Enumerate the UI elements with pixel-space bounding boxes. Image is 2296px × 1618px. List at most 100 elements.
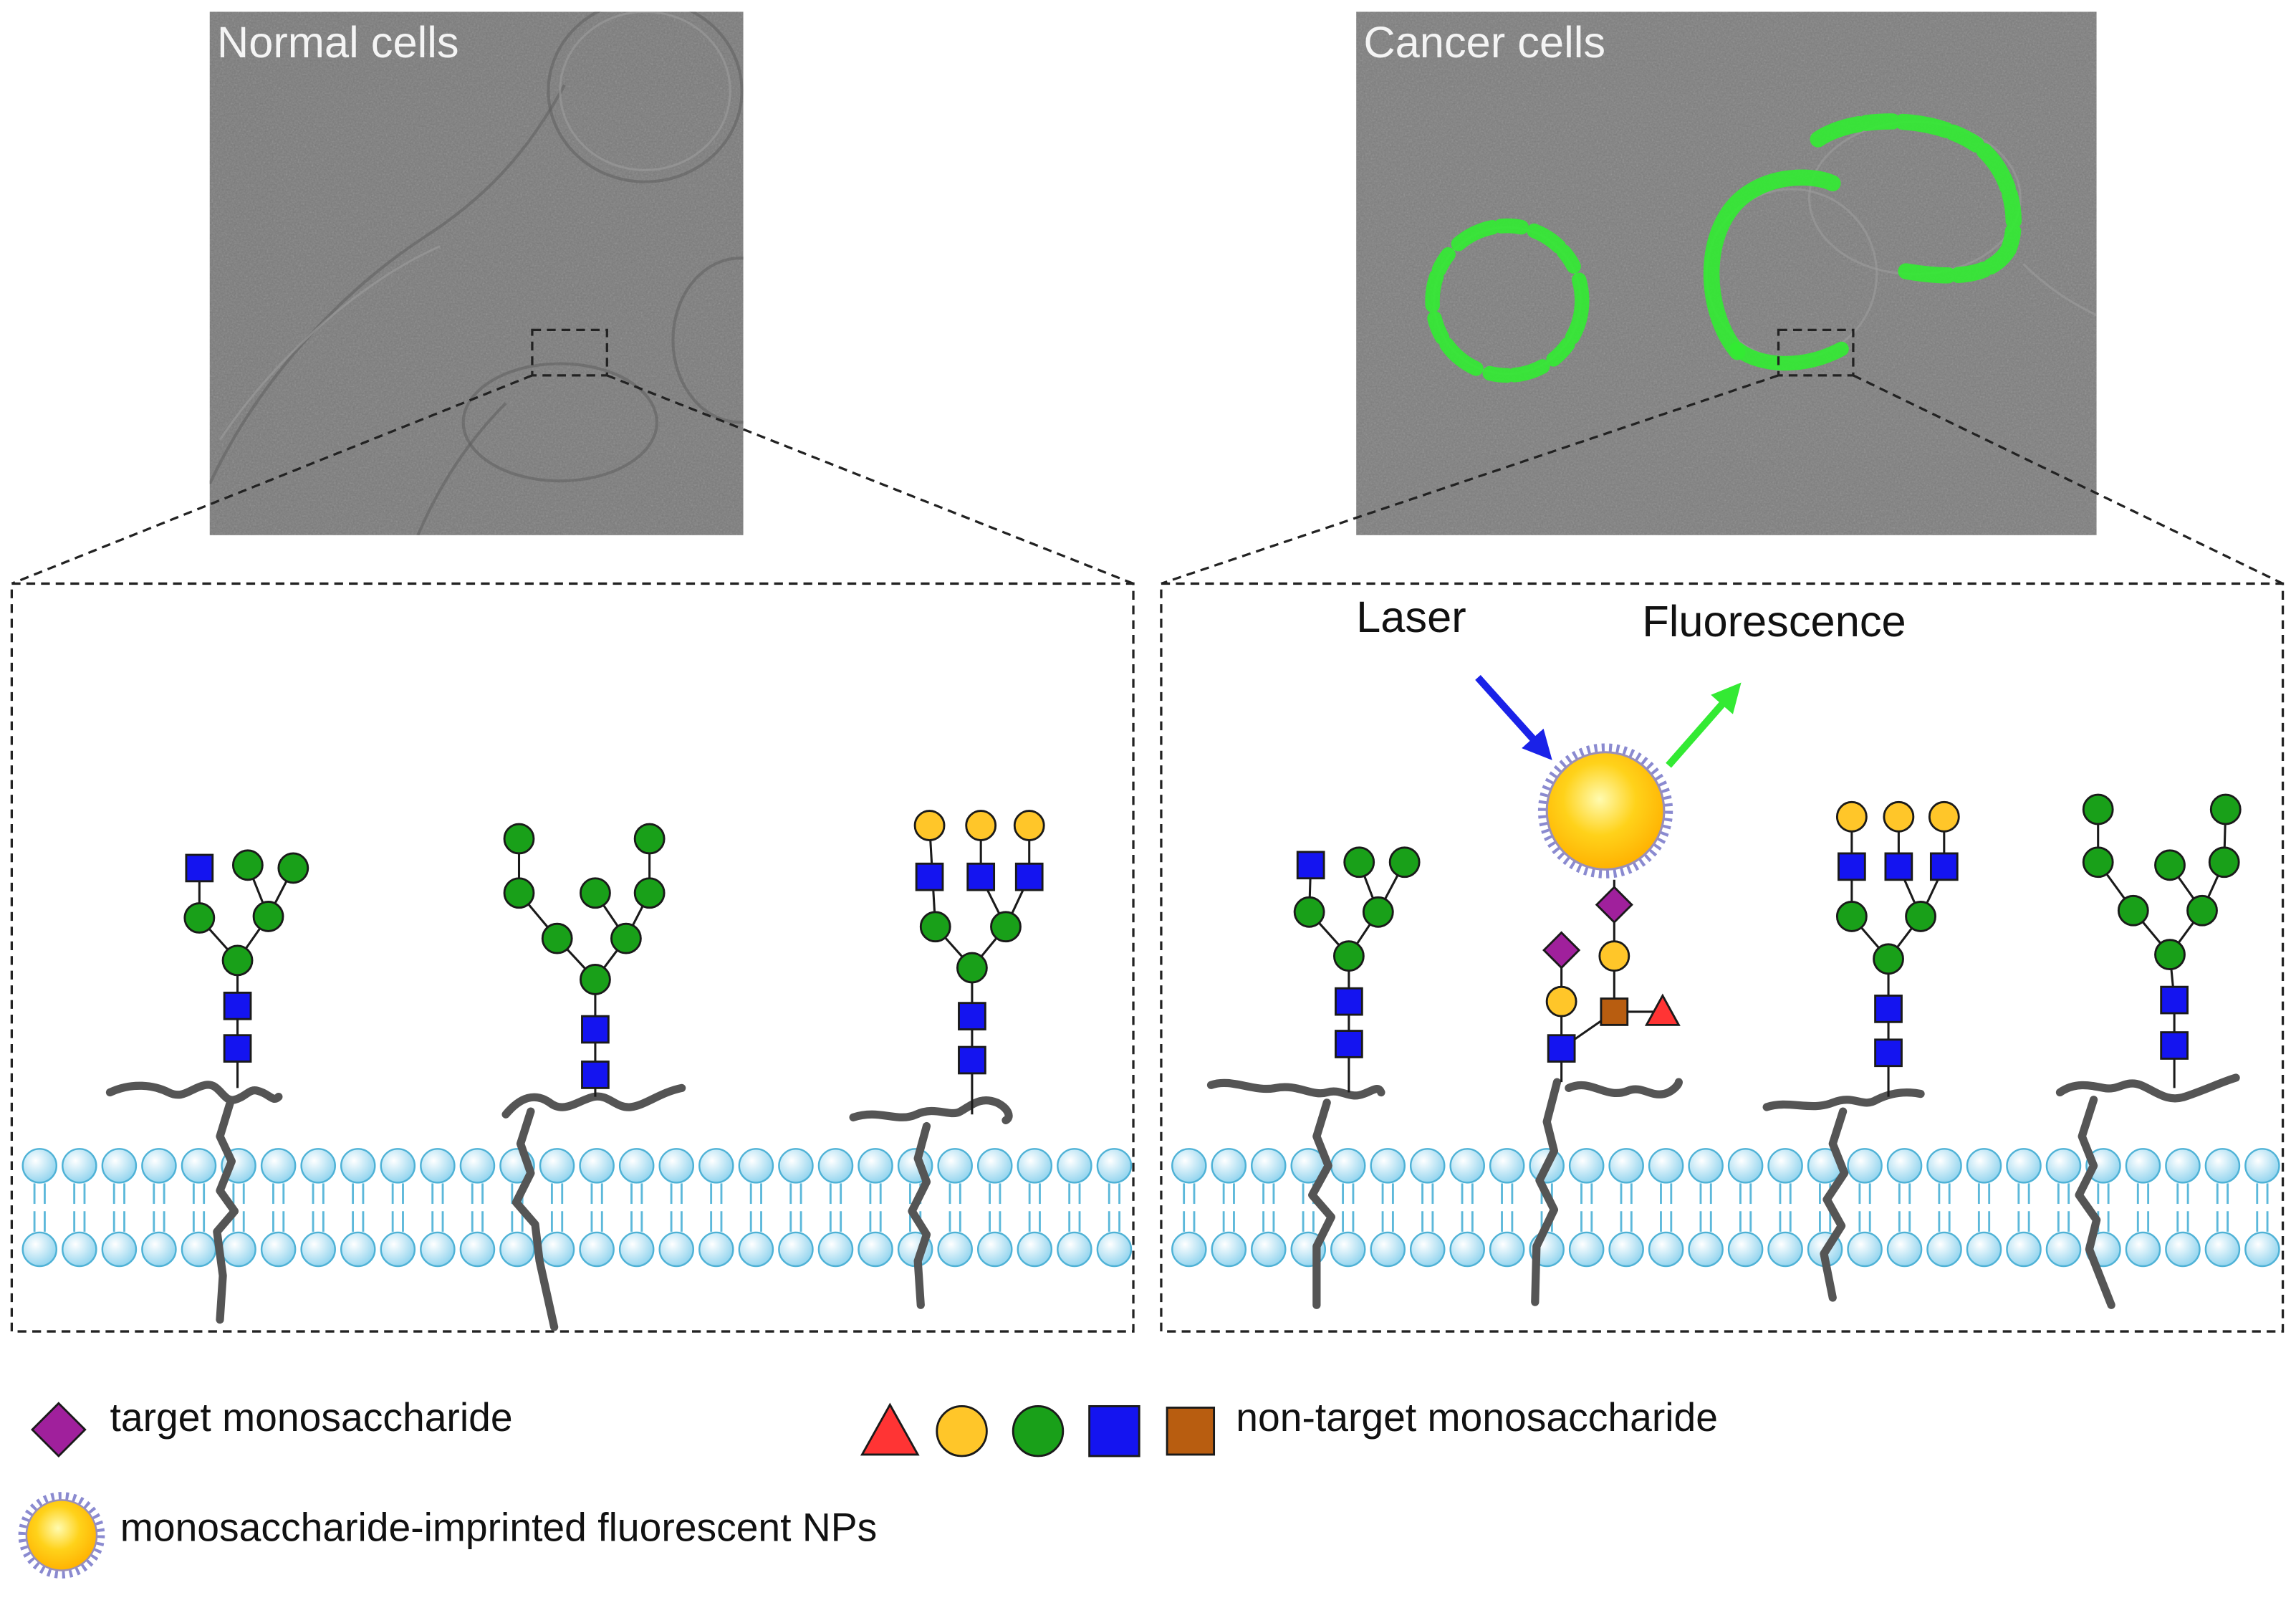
blue-square-residue [223, 991, 252, 1020]
glycan-4 [1293, 846, 1421, 1093]
lipid-head [21, 1148, 58, 1184]
blue-square-residue [1296, 851, 1325, 880]
lipid-head [1847, 1231, 1883, 1268]
protein-chain [1308, 1098, 1335, 1309]
yellow-circle-residue [1013, 810, 1045, 841]
lipid-head [539, 1148, 575, 1184]
lipid-head [1211, 1231, 1247, 1268]
green-circle-residue [633, 823, 666, 855]
yellow-circle-residue [965, 810, 997, 841]
lipid-head [1096, 1231, 1133, 1268]
lipid-head [62, 1148, 97, 1184]
protein-chain [105, 1081, 283, 1104]
legend-red-triangle-icon [860, 1402, 920, 1456]
lipid-head [1847, 1148, 1883, 1184]
lipid-head [1330, 1231, 1366, 1268]
lipid-head [380, 1148, 416, 1184]
lipid-head [1330, 1148, 1366, 1184]
lipid-head [1370, 1148, 1406, 1184]
green-circle-residue [1873, 943, 1904, 975]
lipid-head [1449, 1231, 1485, 1268]
green-circle-residue [2154, 849, 2186, 881]
lipid-head [2085, 1148, 2121, 1184]
lipid-head [2244, 1148, 2280, 1184]
green-circle-residue [2082, 793, 2114, 825]
green-circle-residue [1835, 901, 1868, 932]
lipid-head [2006, 1231, 2042, 1268]
lipid-head [420, 1231, 456, 1268]
zoom-region-cancer [1777, 328, 1855, 377]
cell-outline [461, 362, 658, 483]
green-circle-residue [1905, 901, 1936, 932]
blue-square-residue [2160, 985, 2189, 1015]
green-circle-residue [580, 877, 611, 909]
lipid-head [738, 1231, 774, 1268]
glycan-3 [913, 810, 1045, 1115]
lipid-head [300, 1231, 336, 1268]
lipid-head [2006, 1148, 2042, 1184]
lipid-head [1886, 1148, 1923, 1184]
protein-chain [908, 1121, 931, 1309]
blue-square-residue [958, 1045, 986, 1075]
blue-square-residue [1874, 995, 1903, 1023]
legend-purple-diamond-icon [30, 1402, 87, 1458]
lipid-head [1489, 1231, 1525, 1268]
purple-diamond-residue [1542, 931, 1581, 970]
lipid-head [1057, 1148, 1092, 1184]
legend-green-circle-icon [1012, 1404, 1065, 1457]
green-circle-residue [633, 877, 666, 909]
cell-outline [671, 257, 744, 424]
glycan-6 [1835, 800, 1960, 1097]
lipid-head [1608, 1148, 1644, 1184]
lipid-head [260, 1148, 297, 1184]
lipid-head [618, 1148, 655, 1184]
blue-square-residue [1874, 1038, 1903, 1068]
legend: target monosaccharide non-target monosac… [18, 1395, 1718, 1579]
lipid-head [1568, 1148, 1605, 1184]
lipid-head [618, 1231, 655, 1268]
blue-square-residue [958, 1002, 986, 1030]
lipid-head [1648, 1231, 1684, 1268]
legend-nanoparticle-icon [18, 1492, 105, 1579]
lipid-head [658, 1148, 695, 1184]
lipid-head [1966, 1231, 2002, 1268]
green-circle-residue [990, 911, 1022, 943]
brown-square-residue [1600, 997, 1629, 1026]
blue-square-residue [1884, 852, 1913, 881]
lipid-head [21, 1231, 58, 1268]
lipid-head [1409, 1231, 1446, 1268]
green-circle-residue [503, 823, 535, 855]
protein-chain [1820, 1107, 1849, 1302]
lipid-head [2204, 1231, 2241, 1268]
lipid-head [62, 1231, 97, 1268]
yellow-circle-residue [1545, 985, 1577, 1018]
lipid-head [1727, 1148, 1764, 1184]
protein-chain [501, 1083, 686, 1119]
lipid-head [2125, 1231, 2161, 1268]
green-circle-residue [1388, 846, 1421, 879]
protein-chain [1762, 1088, 1925, 1111]
lipid-head [1171, 1148, 1207, 1184]
purple-diamond-residue [1595, 885, 1633, 924]
lipid-bilayer-cancer [1171, 1148, 2280, 1268]
lipid-head [2045, 1148, 2082, 1184]
fluorescent-cell-ring [1703, 169, 1841, 360]
green-circle-residue [541, 922, 573, 954]
glycan-5-target [1542, 879, 1681, 1083]
lipid-head [1171, 1231, 1207, 1268]
blue-square-residue [1335, 987, 1363, 1016]
lipid-head [2125, 1148, 2161, 1184]
lipid-head [141, 1148, 177, 1184]
lipid-head [1568, 1231, 1605, 1268]
yellow-circle-residue [1928, 800, 1960, 833]
green-circle-residue [252, 901, 284, 932]
blue-square-residue [2160, 1031, 2189, 1060]
legend-blue-square-icon [1088, 1404, 1140, 1457]
protein-chain [2075, 1096, 2115, 1309]
protein-chain [849, 1096, 1013, 1125]
legend-brown-square-icon [1166, 1407, 1216, 1456]
cell-outline [547, 11, 744, 183]
blue-square-residue [1014, 862, 1044, 891]
green-circle-residue [1362, 896, 1394, 928]
